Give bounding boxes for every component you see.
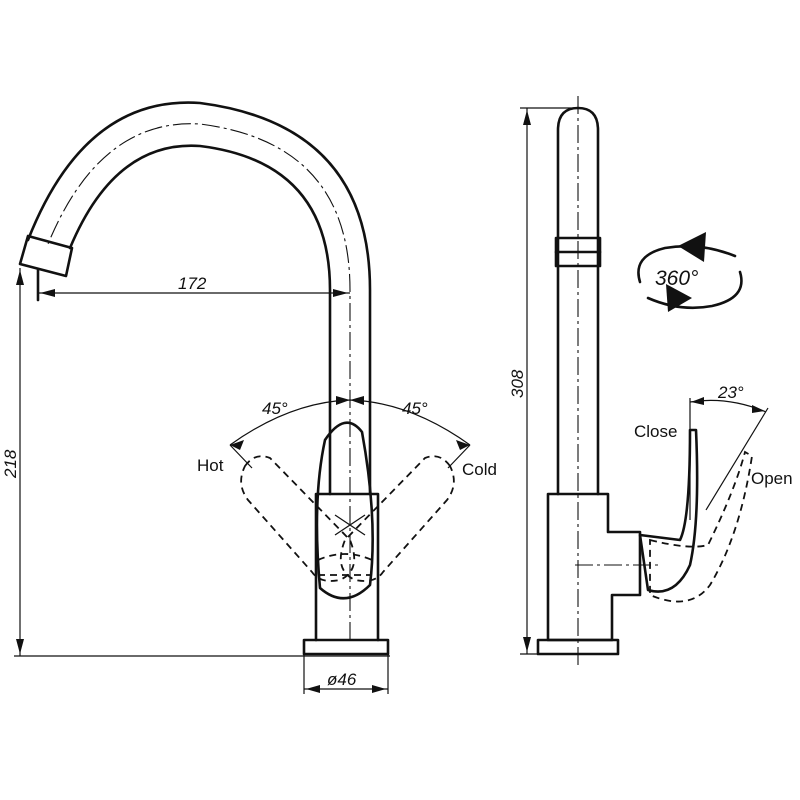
dim-total-height-value: 308 (508, 369, 527, 398)
spout-centerline (47, 123, 351, 640)
close-label: Close (634, 422, 677, 441)
side-angle-value: 23° (717, 383, 744, 402)
dim-reach-value: 172 (178, 274, 207, 293)
side-base (536, 638, 620, 656)
cold-label: Cold (462, 460, 497, 479)
rotation-360-icon: 360° (637, 232, 743, 312)
dim-base-value: ø46 (327, 670, 357, 689)
side-lever-open (649, 450, 753, 603)
hot-label: Hot (197, 456, 224, 475)
angle-right-label: 45° (402, 399, 428, 418)
lever-rotation-dashes (317, 553, 373, 576)
angle-left-label: 45° (262, 399, 288, 418)
angle-arrow-left (230, 440, 244, 450)
angle-arrow-mid-right (350, 396, 364, 405)
dim-height-arrow-bottom (16, 639, 24, 654)
lever-hot-position (240, 455, 356, 582)
faucet-base (302, 638, 390, 656)
dim-total-arrow-top (523, 110, 531, 125)
side-angle-arrow-right (752, 405, 765, 413)
rotation-value: 360° (655, 267, 698, 290)
side-body (546, 492, 642, 642)
open-label: Open (751, 469, 793, 488)
rotation-arrow-head-bottom (666, 284, 692, 312)
handle-center-mark-b (334, 514, 366, 536)
side-lever-closed (638, 428, 699, 593)
front-view: 45° 45° Hot Cold 172 218 ø46 (1, 101, 497, 694)
rotation-arrow-head-top (678, 232, 706, 262)
spout-aerator (18, 234, 74, 278)
angle-arc-right-end (447, 444, 471, 469)
dim-total-arrow-bottom (523, 637, 531, 652)
faucet-body (314, 492, 380, 642)
angle-arrow-mid-left (336, 396, 350, 405)
angle-arc-left-end (229, 444, 253, 469)
dim-height-arrow-top (16, 270, 24, 285)
spout-outer-outline (26, 101, 372, 496)
side-lever-open-ref (705, 407, 769, 511)
dim-height-value: 218 (1, 449, 20, 479)
rotation-arc-top (637, 244, 737, 284)
dim-reach-arrow-left (40, 289, 55, 297)
dim-reach-arrow-right (333, 289, 348, 297)
lever-cold-position (339, 455, 455, 582)
spout-inner-outline (68, 144, 332, 496)
rotation-arc-bottom (646, 270, 743, 310)
dim-base-arrow-left (306, 685, 320, 693)
side-angle-arrow-left (691, 397, 704, 405)
angle-arrow-right (456, 440, 470, 450)
side-view: 23° Close Open 308 360° (508, 96, 793, 665)
dim-base-arrow-right (372, 685, 386, 693)
lever-handle (315, 421, 374, 600)
